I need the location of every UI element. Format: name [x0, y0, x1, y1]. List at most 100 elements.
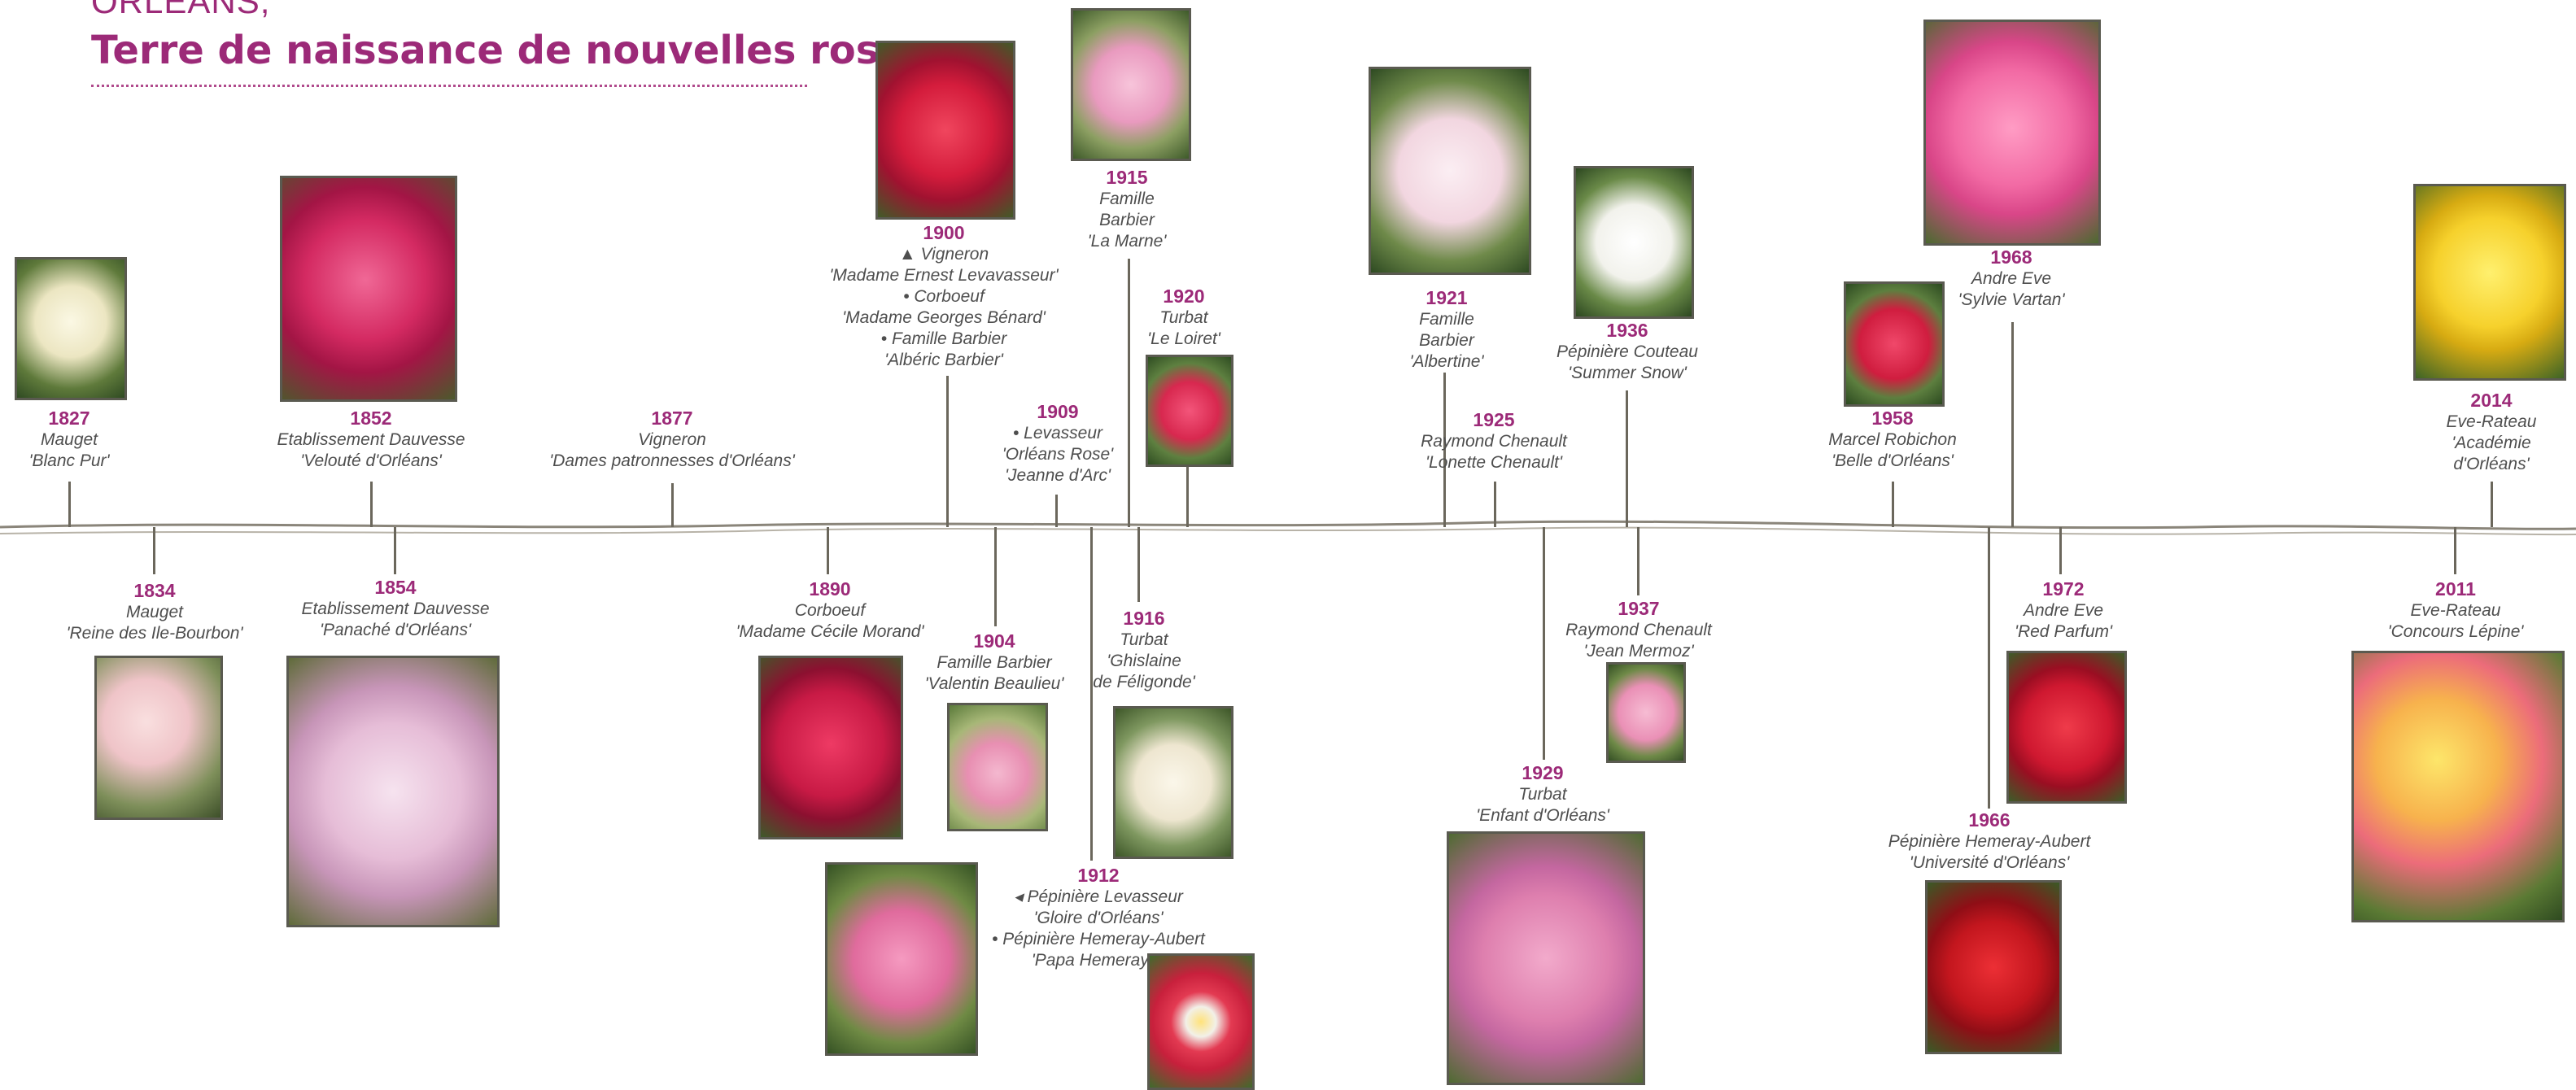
event-line: Pépinière Hemeray-Aubert [1888, 832, 2091, 851]
event-line: 'Gloire d'Orléans' [1033, 909, 1164, 927]
event-line: • Corboeuf [903, 287, 985, 306]
year-1958: 1958 [1871, 408, 1914, 429]
rose-photo-1915 [1071, 8, 1191, 161]
year-1900: 1900 [923, 222, 965, 243]
event-1900: 1900 ▲ Vigneron 'Madame Ernest Levavasse… [773, 221, 1115, 371]
event-1904: 1904 Famille Barbier 'Valentin Beaulieu' [823, 630, 1165, 695]
event-line: 'Valentin Beaulieu' [924, 674, 1064, 693]
connector-1854 [394, 527, 396, 574]
event-line: 'Dames patronnesses d'Orléans' [549, 451, 795, 470]
event-1915: 1915 Famille Barbier 'La Marne' [956, 166, 1298, 252]
event-1877: 1877 Vigneron 'Dames patronnesses d'Orlé… [501, 407, 843, 472]
event-line: ◂ Pépinière Levasseur [1014, 887, 1183, 906]
event-line: 'Velouté d'Orléans' [300, 451, 442, 470]
year-1827: 1827 [48, 408, 90, 429]
event-line: 'Enfant d'Orléans' [1476, 806, 1609, 825]
rose-photo-1966 [1925, 880, 2062, 1054]
year-1937: 1937 [1618, 598, 1660, 619]
event-line: Raymond Chenault [1565, 621, 1712, 639]
connector-1827 [68, 482, 71, 527]
page-title: Terre de naissance de nouvelles roses [91, 28, 929, 73]
event-line: 'Madame Ernest Levavasseur' [829, 266, 1059, 285]
event-1968: 1968 Andre Eve 'Sylvie Vartan' [1840, 246, 2182, 311]
event-line: Famille Barbier [937, 653, 1052, 672]
event-1972: 1972 Andre Eve 'Red Parfum' [1893, 578, 2234, 643]
header-city: ORLÉANS, [91, 0, 271, 20]
event-line: d'Orléans' [2453, 455, 2530, 473]
rose-photo-1937 [1606, 662, 1686, 763]
year-1915: 1915 [1106, 167, 1148, 188]
rose-photo-1827 [15, 257, 127, 400]
event-2011: 2011 Eve-Rateau 'Concours Lépine' [2285, 578, 2576, 643]
event-1909: 1909 • Levasseur 'Orléans Rose' 'Jeanne … [887, 400, 1229, 486]
event-line: 'Red Parfum' [2014, 622, 2113, 641]
year-1834: 1834 [133, 580, 176, 601]
event-line: Etablissement Dauvesse [277, 430, 465, 449]
event-line: 'Papa Hemeray' ▸ [1031, 951, 1166, 970]
rose-photo-1912b [1147, 953, 1255, 1090]
connector-1936 [1626, 390, 1628, 527]
rose-photo-1929 [1447, 831, 1645, 1085]
event-line: 'Université d'Orléans' [1909, 853, 2070, 872]
year-1968: 1968 [1990, 246, 2032, 268]
year-1921: 1921 [1426, 287, 1468, 308]
year-1854: 1854 [374, 577, 417, 598]
event-1890: 1890 Corboeuf 'Madame Cécile Morand' [659, 578, 1001, 643]
event-line: 'Académie [2452, 434, 2531, 452]
event-line: • Levasseur [1012, 424, 1103, 443]
event-1937: 1937 Raymond Chenault 'Jean Mermoz' [1468, 597, 1810, 662]
connector-1904 [994, 527, 997, 626]
event-line: ▲ Vigneron [898, 245, 989, 264]
event-line: Famille [1419, 310, 1474, 329]
year-2011: 2011 [2435, 578, 2476, 600]
connector-1958 [1892, 482, 1894, 527]
connector-1900 [946, 376, 949, 527]
year-2014: 2014 [2470, 390, 2513, 411]
event-line: Eve-Rateau [2410, 601, 2501, 620]
event-line: Vigneron [638, 430, 706, 449]
rose-photo-1912a [825, 862, 978, 1056]
connector-2014 [2491, 482, 2493, 527]
event-line: 'Panaché d'Orléans' [320, 621, 471, 639]
event-line: Famille [1099, 190, 1155, 208]
year-1852: 1852 [350, 408, 392, 429]
connector-1877 [671, 483, 674, 527]
event-line: 'Concours Lépine' [2387, 622, 2524, 641]
rose-photo-1920 [1146, 355, 1233, 467]
rose-photo-1936 [1574, 166, 1694, 319]
event-1916: 1916 Turbat 'Ghislaine de Féligonde' [973, 607, 1315, 693]
event-line: Andre Eve [2023, 601, 2104, 620]
connector-1966 [1988, 527, 1990, 809]
connector-1921 [1443, 373, 1446, 527]
year-1890: 1890 [809, 578, 851, 600]
event-line: 'Madame Georges Bénard' [842, 308, 1046, 327]
event-line: Raymond Chenault [1421, 432, 1567, 451]
rose-photo-1854 [286, 656, 500, 927]
event-line: 'Sylvie Vartan' [1958, 290, 2065, 309]
connector-1890 [827, 527, 829, 574]
event-1936: 1936 Pépinière Couteau 'Summer Snow' [1456, 319, 1798, 384]
event-1921: 1921 Famille Barbier 'Albertine' [1276, 286, 1618, 373]
year-1877: 1877 [651, 408, 693, 429]
event-1827: 1827 Mauget 'Blanc Pur' [0, 407, 240, 472]
event-line: Pépinière Couteau [1557, 342, 1698, 361]
event-line: Turbat [1518, 785, 1567, 804]
rose-photo-1852 [280, 176, 457, 402]
event-1966: 1966 Pépinière Hemeray-Aubert 'Universit… [1818, 809, 2160, 874]
event-1925: 1925 Raymond Chenault 'Lonette Chenault' [1323, 408, 1665, 473]
year-1904: 1904 [973, 630, 1015, 652]
year-1936: 1936 [1606, 320, 1648, 341]
connector-1937 [1637, 527, 1639, 595]
rose-photo-1834 [94, 656, 223, 820]
event-line: 'Jeanne d'Arc' [1005, 466, 1111, 485]
connector-1968 [2011, 322, 2014, 527]
event-line: Mauget [40, 430, 98, 449]
year-1909: 1909 [1037, 401, 1079, 422]
connector-2011 [2454, 527, 2456, 574]
event-1912: 1912 ◂ Pépinière Levasseur 'Gloire d'Orl… [928, 864, 1269, 971]
event-line: 'Le Loiret' [1147, 329, 1220, 348]
event-line: 'Ghislaine [1107, 652, 1181, 670]
year-1920: 1920 [1163, 286, 1205, 307]
connector-1834 [153, 527, 155, 574]
